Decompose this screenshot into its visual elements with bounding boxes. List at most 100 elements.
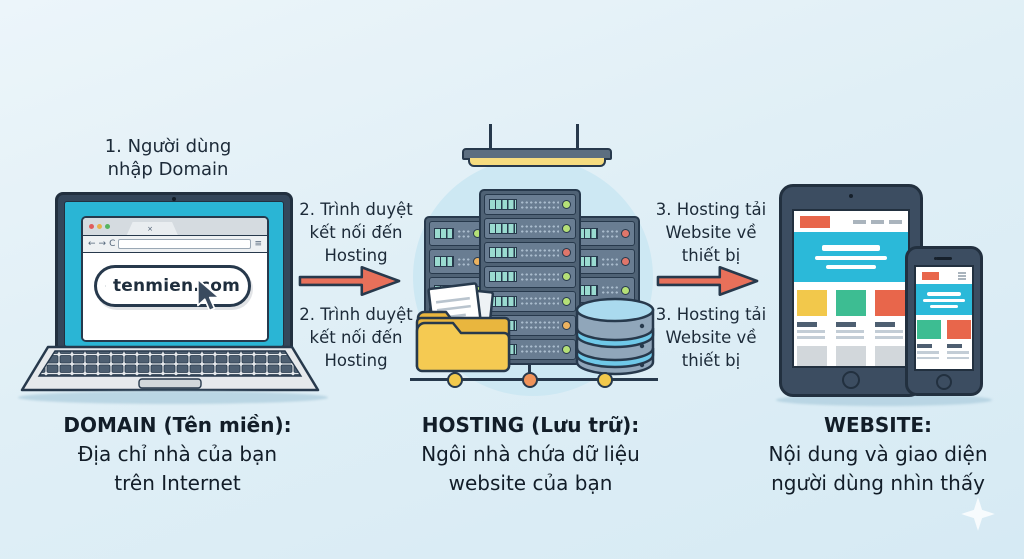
- status-led: [621, 285, 630, 295]
- dot-grid: [520, 344, 559, 355]
- hero-banner: [794, 232, 908, 282]
- step2-line: kết nối đến: [309, 328, 403, 347]
- database-icon: [575, 297, 655, 376]
- tablet-screen: [792, 209, 910, 368]
- dot-grid: [520, 223, 559, 234]
- footer-block: [836, 345, 866, 366]
- arrow-right-icon: [656, 265, 759, 297]
- step3-label-above-arrow: 3. Hosting tải Website về thiết bị: [650, 198, 772, 267]
- server-rack-center: [479, 189, 581, 365]
- vent-grille-icon: [489, 199, 517, 211]
- text-line: [947, 356, 969, 359]
- heading-bar: [917, 344, 932, 348]
- step3-label-below-arrow: 3. Hosting tải Website về thiết bị: [650, 303, 772, 372]
- phone-speaker-icon: [936, 257, 952, 260]
- status-led: [562, 248, 571, 258]
- status-led: [562, 200, 571, 210]
- laptop-keyboard: [20, 345, 320, 392]
- hero-banner: [916, 284, 972, 315]
- domain-address-pill: tenmien.com: [94, 265, 251, 307]
- laptop-bezel: × ← → C ≡: [64, 201, 284, 347]
- content-column: [947, 320, 971, 359]
- laptop-shadow: [18, 391, 328, 404]
- step3-line: Website về: [665, 223, 757, 242]
- server-unit: [484, 194, 576, 216]
- content-column: [875, 290, 905, 366]
- vent-grille-icon: [489, 247, 517, 259]
- close-traffic-dot-icon: [89, 224, 94, 229]
- status-led: [562, 272, 571, 282]
- website-caption: WEBSITE: Nội dung và giao diện người dùn…: [733, 411, 1023, 498]
- tablet-device: [779, 184, 923, 397]
- dot-grid: [520, 247, 559, 258]
- text-line: [917, 351, 939, 354]
- vent-grille-icon: [489, 223, 517, 235]
- phone-device: [905, 246, 983, 396]
- step3-line: thiết bị: [681, 246, 741, 265]
- step2-line: 2. Trình duyệt: [299, 305, 413, 324]
- sparkle-icon: [961, 497, 995, 531]
- card-red: [947, 320, 971, 339]
- device-shadow: [776, 394, 992, 406]
- footer-block: [875, 345, 905, 366]
- website-logo: [922, 272, 939, 280]
- content-columns: [916, 315, 972, 359]
- step3-line: thiết bị: [681, 351, 741, 370]
- nav-links: [853, 220, 902, 224]
- url-bar: [118, 239, 252, 249]
- domain-caption: DOMAIN (Tên miền): Địa chỉ nhà của bạn t…: [35, 411, 320, 498]
- dot-grid: [520, 199, 559, 210]
- server-unit: [484, 266, 576, 288]
- tablet-camera-icon: [849, 194, 853, 198]
- website-logo: [800, 216, 830, 228]
- step2-label-above-arrow: 2. Trình duyệt kết nối đến Hosting: [297, 198, 415, 267]
- lamp-rod: [489, 124, 492, 150]
- vent-grille-icon: [434, 228, 454, 240]
- text-line: [797, 335, 825, 339]
- heading-bar: [797, 322, 817, 327]
- domain-caption-title: DOMAIN (Tên miền):: [63, 413, 292, 437]
- dot-grid: [520, 271, 559, 282]
- dot-grid: [520, 320, 559, 331]
- text-line: [797, 329, 825, 333]
- step2-line: kết nối đến: [309, 223, 403, 242]
- card-green: [836, 290, 866, 316]
- network-node: [597, 372, 613, 388]
- status-led: [562, 296, 571, 306]
- step1-line: 1. Người dùng: [104, 136, 232, 157]
- forward-icon: →: [98, 238, 107, 249]
- content-column: [836, 290, 866, 366]
- website-caption-line: người dùng nhìn thấy: [771, 471, 985, 495]
- website-caption-line: Nội dung và giao diện: [768, 442, 988, 466]
- server-unit: [573, 249, 635, 275]
- website-header: [794, 211, 908, 232]
- step1-line: nhập Domain: [107, 159, 229, 180]
- network-node: [522, 372, 538, 388]
- laptop-screen: × ← → C ≡: [55, 192, 293, 356]
- step1-label: 1. Người dùng nhập Domain: [73, 135, 263, 181]
- lamp-light-glow: [468, 158, 606, 167]
- dot-grid: [601, 256, 618, 267]
- step3-line: Website về: [665, 328, 757, 347]
- step2-line: Hosting: [324, 351, 388, 370]
- content-column: [797, 290, 827, 366]
- server-unit: [484, 218, 576, 240]
- vent-grille-icon: [578, 284, 598, 296]
- dot-grid: [601, 228, 618, 239]
- status-led: [562, 320, 571, 330]
- text-line: [836, 329, 864, 333]
- dot-grid: [457, 256, 470, 267]
- minimize-traffic-dot-icon: [97, 224, 102, 229]
- step2-line: Hosting: [324, 246, 388, 265]
- server-unit: [484, 242, 576, 264]
- dot-grid: [457, 228, 470, 239]
- heading-bar: [836, 322, 856, 327]
- vent-grille-icon: [578, 228, 598, 240]
- mouse-cursor-icon: [197, 278, 220, 312]
- website-caption-title: WEBSITE:: [823, 413, 933, 437]
- menu-icon: ≡: [254, 238, 262, 249]
- text-line: [947, 351, 969, 354]
- home-button-icon: [936, 374, 952, 390]
- status-led: [562, 224, 571, 234]
